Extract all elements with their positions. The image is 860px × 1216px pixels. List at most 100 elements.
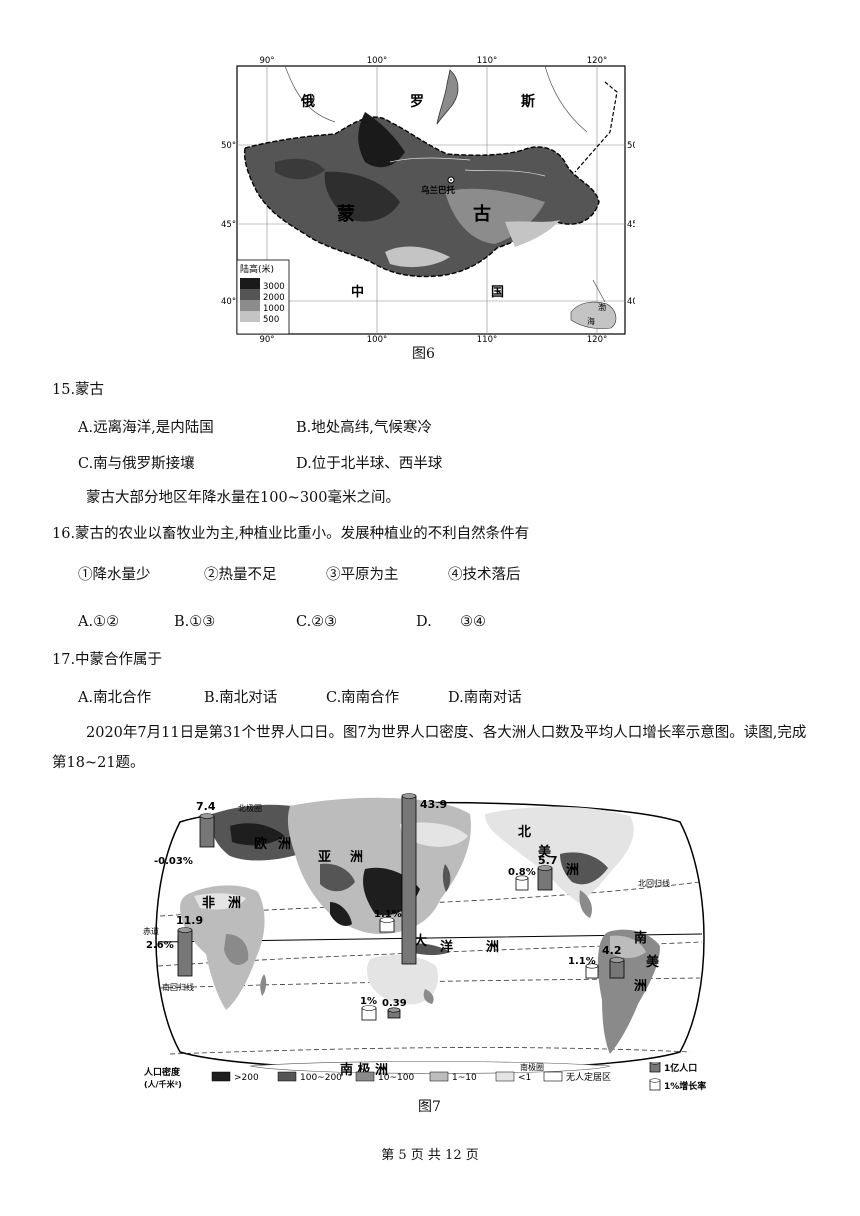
europe-stats: 7.4 -0.03% [154,800,216,867]
asia-growth-value: 1.1% [374,909,402,920]
label-africa-1: 非 [202,895,215,911]
legend-label-100-200: 100~200 [300,1073,342,1083]
legend-swatch-1-10 [429,1071,449,1082]
intro-world-line1: 2020年7月11日是第31个世界人口日。图7为世界人口密度、各大洲人口数及平均… [86,725,807,741]
legend-swatch-3000 [240,278,260,289]
q15-stem: 15.蒙古 [52,382,105,398]
legend-swatch-500 [240,311,260,322]
legend-label-500: 500 [263,315,279,325]
label-mongolia-2: 古 [473,203,491,225]
lat-left-45: 45° [221,220,236,230]
q15-option-d[interactable]: D.位于北半球、西半球 [296,456,443,472]
label-equator: 赤道 [143,926,159,936]
label-europe-1: 欧 [254,836,267,852]
label-europe-2: 洲 [278,837,291,852]
lon-bottom-120: 120° [587,335,607,342]
ulaanbaatar-label: 乌兰巴托 [421,185,456,196]
legend-growth-unit: 1%增长率 [664,1080,706,1092]
q16-option-c[interactable]: C.②③ [296,614,338,630]
antarctica-landmass [249,1061,611,1074]
lon-top-90: 90° [259,56,274,66]
asia-stats: 43.9 1.1% [374,793,447,965]
north-america-stats: 0.8% 5.7 [508,854,558,891]
q16-item-4: ④技术落后 [448,567,521,583]
south-america-stats: 1.1% 4.2 [568,944,625,979]
lon-top-100: 100° [367,56,387,66]
legend-pop-unit: 1亿人口 [664,1062,697,1074]
figure-7: 北极圈 北回归线 赤道 南回归线 南极圈 欧 洲 亚 洲 非 洲 北 美 洲 南… [140,784,720,1094]
q15-option-b[interactable]: B.地处高纬,气候寒冷 [296,420,432,436]
legend-swatch-100-200 [277,1071,297,1082]
q17-option-b[interactable]: B.南北对话 [204,690,278,706]
label-china-1: 中 [351,284,364,300]
figure-6: 乌兰巴托 俄 罗 斯 蒙 古 中 国 渤 海 90° 100° 110° 120… [215,52,642,345]
q16-option-a[interactable]: A.①② [78,614,120,630]
baikal-lake [436,69,459,125]
lon-top-110: 110° [477,56,497,66]
asia-pop-bar [401,795,417,965]
europe-pop-bar [199,815,215,848]
legend-label-2000: 2000 [263,293,285,303]
label-north-america-1: 北 [518,825,531,840]
lat-left-50: 50° [221,141,236,151]
label-antarctica: 南 极 洲 [340,1062,388,1078]
q16-item-3: ③平原为主 [326,567,399,583]
label-russia-1: 俄 [300,93,315,110]
oceania-growth-value: 1% [360,996,377,1007]
legend-label-10-100: 10~100 [378,1073,414,1083]
lat-right-40: 40° [627,297,635,307]
label-asia-1: 亚 [318,850,331,865]
oceania-stats: 1% 0.39 [360,996,407,1021]
intro-rainfall: 蒙古大部分地区年降水量在100~300毫米之间。 [86,490,400,506]
europe-pop-value: 7.4 [196,800,216,813]
legend-label-1-10: 1~10 [452,1073,477,1083]
legend-swatch-2000 [240,289,260,300]
label-oceania-2: 洋 [440,939,453,955]
legend-swatch-gt200 [211,1071,231,1082]
q16-option-d-value[interactable]: ③④ [460,614,486,630]
legend-density-unit: (人/千米²) [144,1079,182,1089]
figure-6-caption: 图6 [412,346,435,362]
page-footer: 第 5 页 共 12 页 [381,1148,479,1163]
q17-option-d[interactable]: D.南南对话 [448,690,522,706]
europe-growth-value: -0.03% [154,856,193,867]
label-south-america-3: 洲 [634,979,647,994]
label-south-america-2: 美 [646,954,660,970]
bohai-coast [570,301,617,330]
north-america-growth-value: 0.8% [508,867,536,878]
legend-swatch-uninhabited [543,1071,563,1082]
legend-label-1000: 1000 [263,304,285,314]
africa-landmass [180,885,265,1010]
elevation-legend-title: 陆高(米) [240,263,274,275]
label-oceania-3: 洲 [486,940,499,955]
figure-7-legend: 人口密度 (人/千米²) >200 100~200 10~100 1~10 <1… [140,1060,720,1096]
q16-stem: 16.蒙古的农业以畜牧业为主,种植业比重小。发展种植业的不利自然条件有 [52,526,530,542]
north-america-landmass [485,806,634,904]
q17-option-a[interactable]: A.南北合作 [78,690,152,706]
legend-swatch-lt1 [495,1071,515,1082]
africa-pop-bar [177,929,193,977]
label-russia-3: 斯 [521,93,535,110]
legend-label-3000: 3000 [263,282,285,292]
oceania-landmass [367,954,438,1005]
q15-option-a[interactable]: A.远离海洋,是内陆国 [78,420,214,436]
label-russia-2: 罗 [410,94,424,110]
label-north-america-3: 洲 [566,863,579,878]
label-arctic-circle: 北极圈 [238,803,262,813]
africa-pop-value: 11.9 [176,914,203,927]
label-tropic-capricorn: 南回归线 [162,982,194,992]
q16-option-d-prefix[interactable]: D. [416,614,432,630]
q16-item-2: ②热量不足 [204,567,277,583]
lon-bottom-100: 100° [367,335,387,342]
q16-option-b[interactable]: B.①③ [174,614,216,630]
q16-item-1: ①降水量少 [78,567,151,583]
oceania-pop-value: 0.39 [382,998,407,1009]
south-america-growth-value: 1.1% [568,956,596,967]
label-oceania-1: 大 [414,933,427,949]
label-bohai-2: 海 [587,316,595,326]
q17-option-c[interactable]: C.南南合作 [326,690,400,706]
label-south-america-1: 南 [634,930,647,946]
q17-stem: 17.中蒙合作属于 [52,652,163,668]
q15-option-c[interactable]: C.南与俄罗斯接壤 [78,456,195,472]
label-africa-2: 洲 [228,896,241,911]
